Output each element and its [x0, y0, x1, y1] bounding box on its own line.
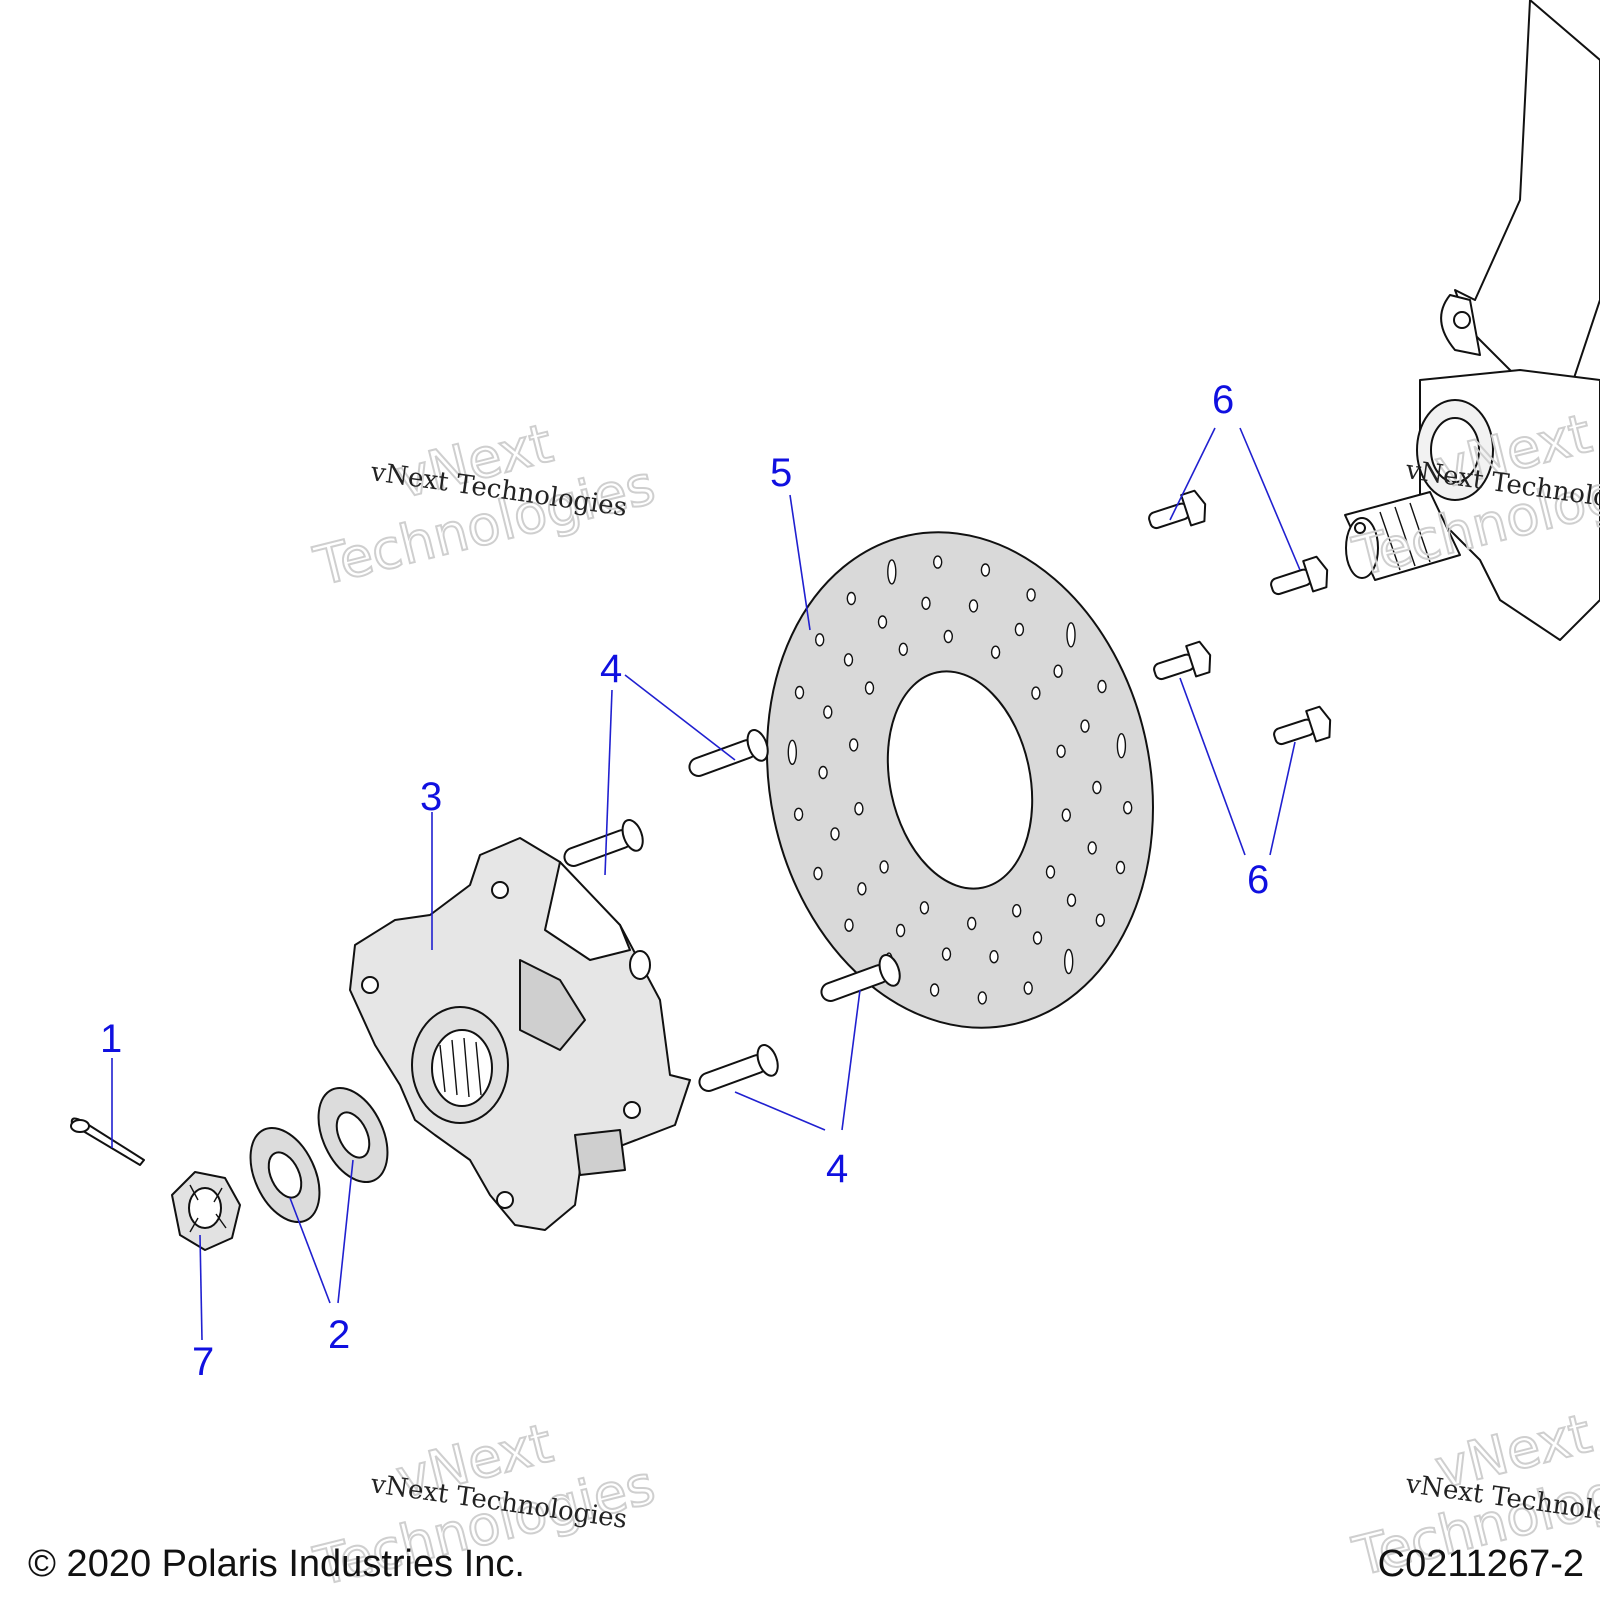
bolt — [1153, 640, 1212, 681]
disc-hole — [813, 866, 823, 881]
disc-hole — [1026, 588, 1036, 602]
disc-hole — [793, 807, 804, 821]
disc-hole — [846, 591, 856, 606]
disc-hole — [857, 882, 867, 896]
disc-hole — [815, 633, 825, 647]
disc-hole — [830, 827, 840, 841]
disc-slot — [1063, 948, 1074, 975]
wheel-stud — [820, 954, 901, 1002]
disc-hole — [921, 596, 931, 610]
callout-3: 3 — [420, 775, 442, 819]
disc-hole — [864, 681, 875, 695]
disc-hole — [1053, 664, 1063, 678]
disc-hole — [843, 653, 854, 667]
wheel-hub — [349, 837, 691, 1231]
disc-hole — [1095, 913, 1106, 927]
disc-hole — [823, 705, 833, 719]
disc-hole — [1045, 865, 1056, 879]
disc-slot — [887, 559, 897, 585]
disc-hole — [849, 738, 859, 752]
callout-7: 7 — [192, 1340, 214, 1384]
disc-hole — [854, 802, 864, 816]
leader-lines — [111, 427, 1301, 1341]
disc-slot — [787, 739, 797, 765]
wheel-studs — [563, 729, 901, 1092]
castle-nut — [171, 1171, 241, 1251]
disc-hole — [794, 685, 805, 700]
brake-disc — [766, 531, 1154, 1029]
disc-hole — [929, 983, 940, 997]
callout-6-bottom: 6 — [1247, 858, 1269, 902]
disc-hole — [1012, 904, 1022, 918]
callout-4-bottom: 4 — [826, 1147, 848, 1191]
wheel-stud — [688, 729, 769, 777]
bolt — [1273, 705, 1332, 746]
callout-1: 1 — [100, 1017, 122, 1061]
wheel-stud — [698, 1044, 779, 1092]
disc-hole — [1080, 719, 1090, 733]
callout-5: 5 — [770, 451, 792, 495]
disc-hole — [1122, 801, 1133, 815]
disc-hole — [844, 918, 854, 932]
cotter-pin — [70, 1117, 145, 1166]
disc-hole — [1066, 893, 1077, 907]
brake-disc-bolts — [1148, 489, 1332, 746]
disc-hole — [1032, 931, 1043, 945]
copyright-notice: © 2020 Polaris Industries Inc. — [28, 1543, 525, 1585]
disc-hole — [919, 901, 930, 915]
disc-hole — [989, 950, 999, 964]
disc-slot — [1116, 733, 1127, 759]
disc-hole — [1087, 841, 1097, 855]
drawing-code: C0211267-2 — [1377, 1543, 1584, 1585]
steering-knuckle-assembly — [1344, 0, 1600, 641]
wheel-stud — [563, 819, 644, 867]
disc-hole — [980, 563, 991, 577]
disc-hole — [1097, 679, 1107, 694]
disc-hole — [879, 860, 889, 874]
disc-hole — [1115, 860, 1126, 875]
disc-hole — [877, 615, 888, 629]
disc-hole — [1031, 686, 1041, 700]
disc-hole — [1056, 744, 1066, 758]
disc-hole — [898, 642, 908, 656]
disc-hole — [990, 645, 1001, 659]
callout-4-top: 4 — [600, 647, 622, 691]
disc-hole — [977, 991, 987, 1005]
disc-hole — [968, 599, 979, 613]
washers — [249, 1086, 389, 1224]
disc-hole — [941, 947, 952, 961]
disc-hole — [895, 923, 906, 938]
disc-hole — [933, 555, 943, 569]
disc-hole — [1014, 622, 1025, 637]
bolt — [1270, 555, 1329, 596]
disc-hole — [967, 916, 977, 931]
disc-hole — [1092, 780, 1102, 795]
disc-hole — [1023, 981, 1033, 995]
disc-hole — [943, 629, 953, 644]
disc-slot — [1066, 622, 1076, 648]
callout-numbers: 1 2 3 4 4 5 6 6 7 — [100, 378, 1269, 1384]
callout-2: 2 — [328, 1313, 350, 1357]
disc-hole — [818, 765, 828, 780]
disc-hole — [1061, 808, 1072, 822]
bolt — [1148, 489, 1207, 530]
callout-6-top: 6 — [1212, 378, 1234, 422]
